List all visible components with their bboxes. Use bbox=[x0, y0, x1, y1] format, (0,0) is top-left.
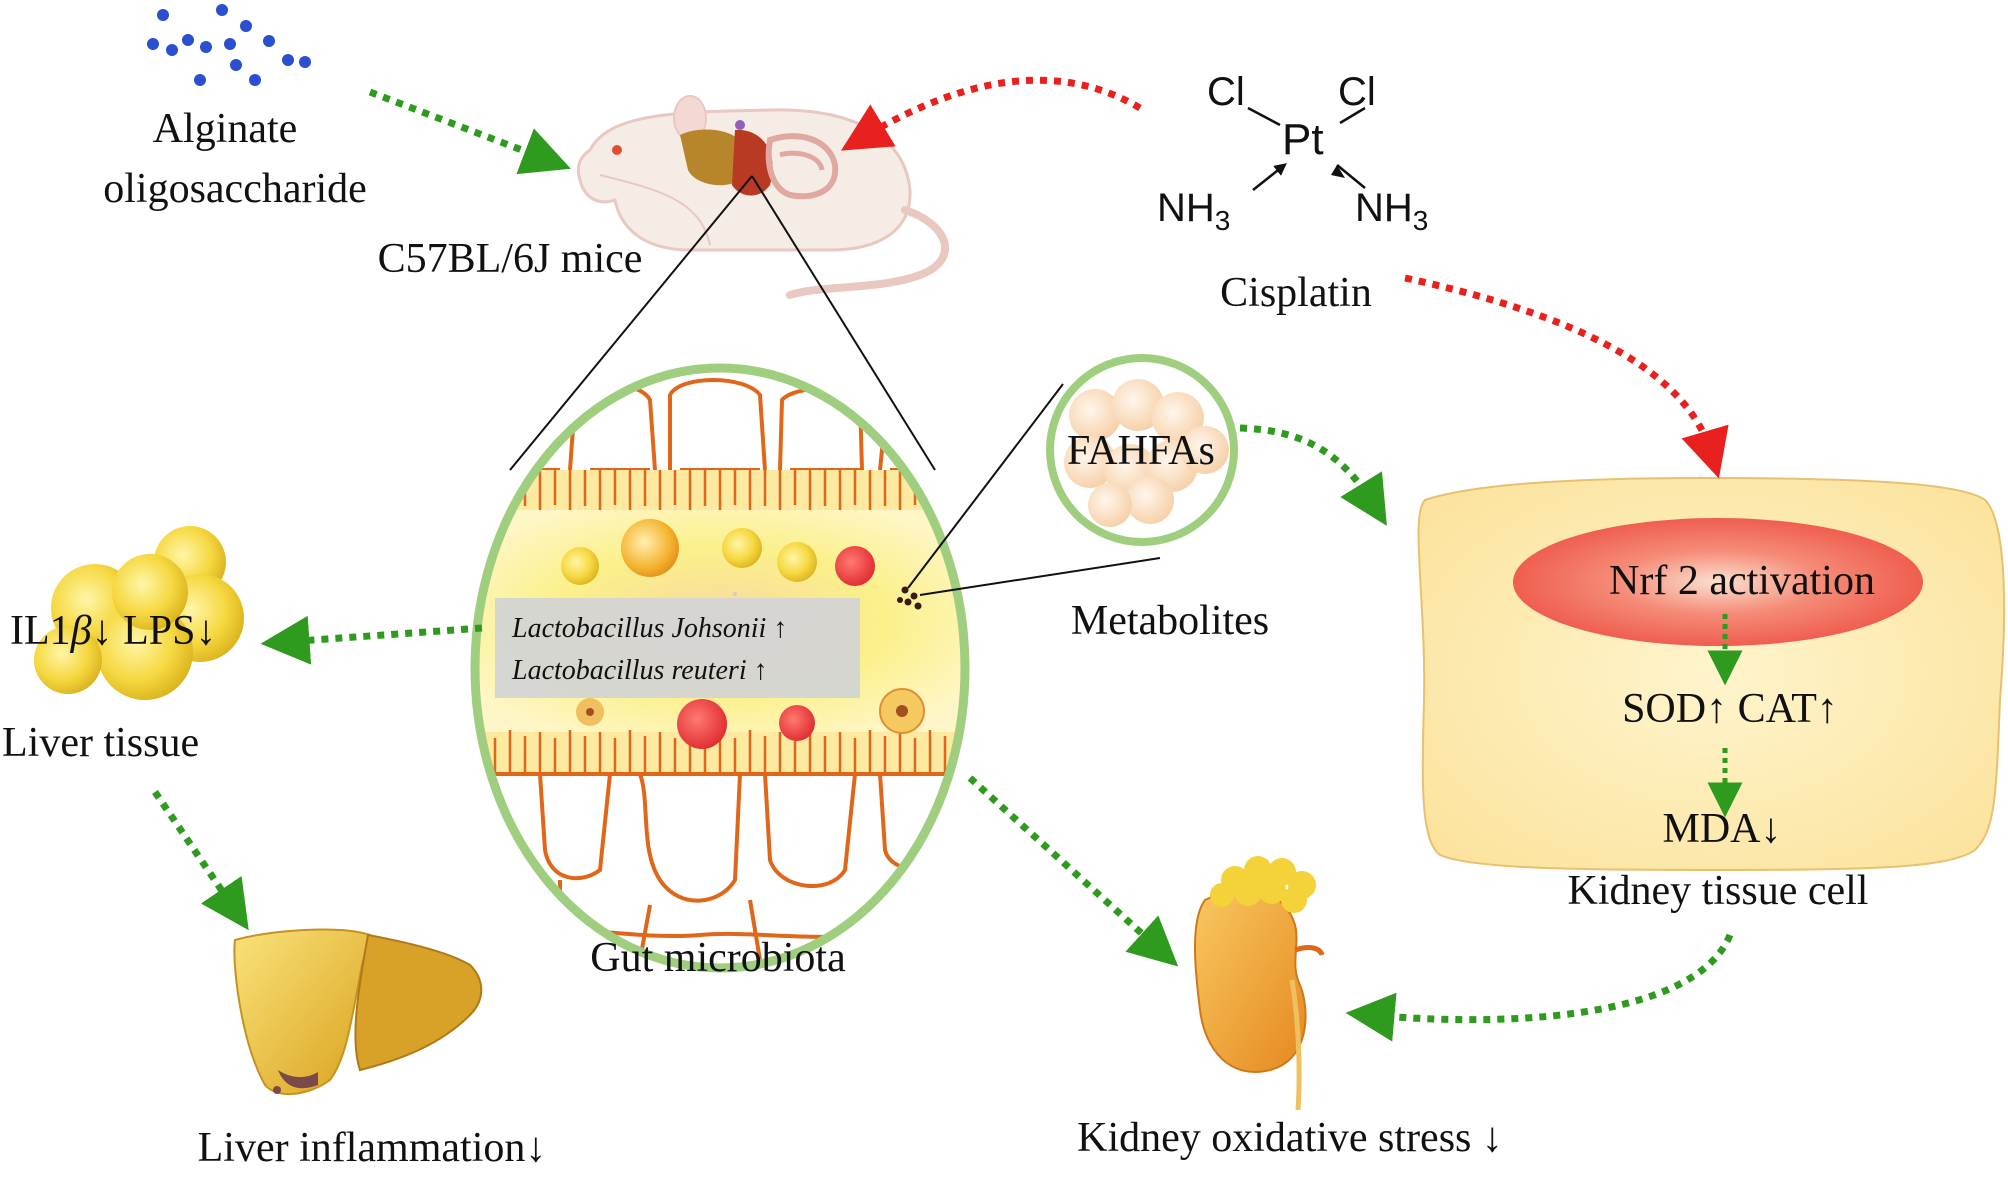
arrow-cisplatin-to-cell bbox=[1404, 274, 1729, 479]
liver-inflammation-label: Liver inflammation↓ bbox=[197, 1125, 547, 1171]
kidney-tissue-cell-label: Kidney tissue cell bbox=[1567, 868, 1869, 914]
metabolites-label: Metabolites bbox=[1070, 598, 1270, 644]
liver-tissue-icon bbox=[34, 526, 244, 700]
cisplatin-pt: Pt bbox=[1282, 115, 1324, 164]
metabolite-line-top bbox=[907, 383, 1064, 589]
mouse-icon bbox=[576, 95, 950, 299]
alginate-label-line2: oligosaccharide bbox=[103, 166, 367, 212]
gut-microbiota-label: Gut microbiota bbox=[590, 935, 846, 981]
cisplatin-cl-left: Cl bbox=[1207, 70, 1245, 114]
cisplatin-nh3-right: NH3 bbox=[1355, 186, 1429, 236]
alginate-label-line1: Alginate bbox=[152, 106, 298, 152]
fahfas-label: FAHFAs bbox=[1067, 428, 1215, 474]
il1b-lps-label: IL1β↓ LPS↓ bbox=[10, 608, 217, 654]
cisplatin-structure bbox=[1247, 106, 1366, 191]
arrow-liver-tissue-to-liver bbox=[152, 790, 249, 931]
zoom-line-left bbox=[509, 175, 753, 471]
arrow-alginate-to-mice bbox=[368, 88, 571, 175]
liver-tissue-label: Liver tissue bbox=[2, 720, 200, 766]
cisplatin-nh3-left: NH3 bbox=[1157, 186, 1231, 236]
lactobacillus-reuteri-label: Lactobacillus reuteri ↑ bbox=[512, 655, 768, 686]
arrow-cisplatin-to-mice bbox=[841, 76, 1142, 151]
arrow-fahfas-to-cell bbox=[1239, 424, 1387, 526]
fahfas-metabolite-illustration bbox=[1046, 354, 1238, 546]
metabolite-line-bottom bbox=[919, 557, 1161, 596]
kidney-oxidative-stress-label: Kidney oxidative stress ↓ bbox=[1077, 1115, 1503, 1161]
nrf2-activation-label: Nrf 2 activation bbox=[1609, 558, 1875, 604]
lactobacillus-box bbox=[495, 598, 860, 698]
cisplatin-label: Cisplatin bbox=[1220, 270, 1372, 316]
mice-label: C57BL/6J mice bbox=[377, 236, 643, 282]
lactobacillus-johsonii-label: Lactobacillus Johsonii ↑ bbox=[512, 613, 788, 644]
mda-label: MDA↓ bbox=[1662, 806, 1782, 852]
alginate-molecules-icon bbox=[147, 4, 311, 86]
kidney-organ-icon bbox=[1194, 856, 1325, 1111]
cisplatin-cl-right: Cl bbox=[1338, 70, 1376, 114]
arrow-gut-to-liver-tissue bbox=[260, 615, 483, 665]
sod-cat-label: SOD↑ CAT↑ bbox=[1622, 686, 1838, 732]
zoom-line-right bbox=[751, 175, 936, 471]
arrow-gut-to-kidney bbox=[967, 775, 1179, 967]
arrow-cell-to-kidney bbox=[1345, 933, 1734, 1042]
liver-organ-icon bbox=[233, 928, 483, 1096]
